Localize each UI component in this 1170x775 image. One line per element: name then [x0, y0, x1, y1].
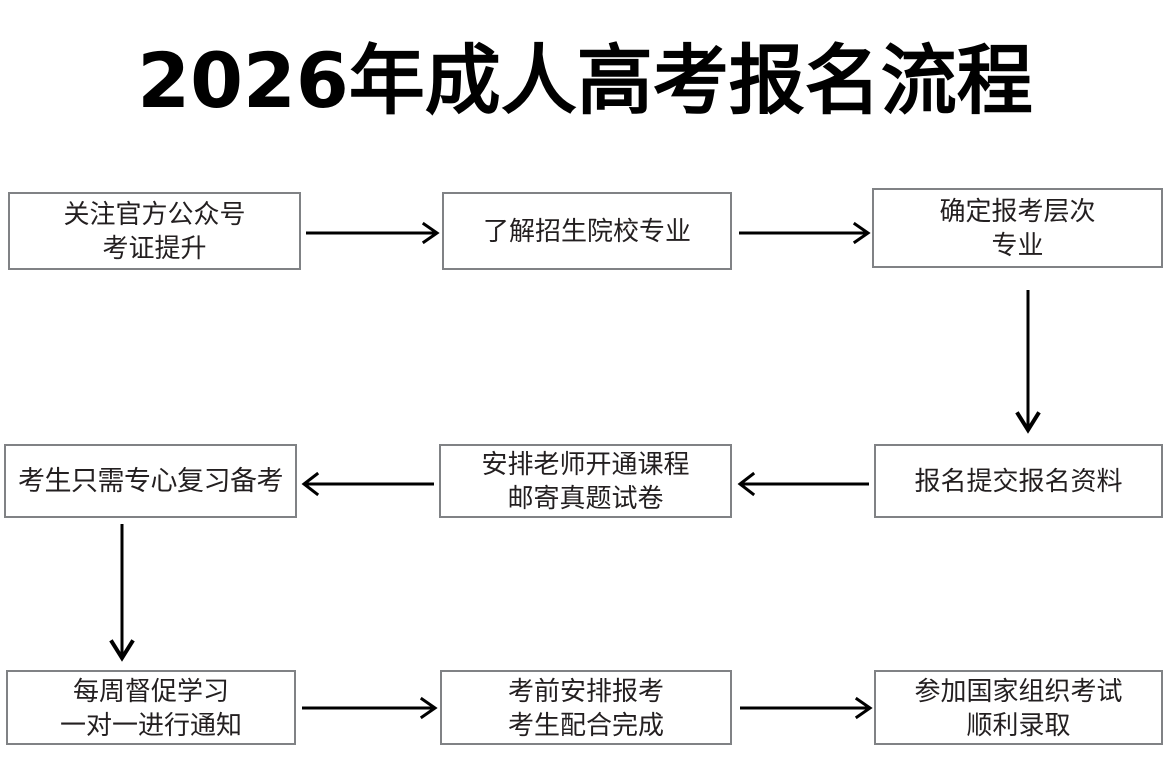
arrow-node2-to-node3 [739, 221, 871, 245]
flow-node-line: 确定报考层次 [939, 196, 1096, 226]
flow-node-pre-exam-registration[interactable]: 考前安排报考 考生配合完成 [440, 670, 732, 745]
arrow-node1-to-node2 [306, 221, 440, 245]
flow-node-focus-on-review[interactable]: 考生只需专心复习备考 [4, 444, 297, 518]
flow-node-line: 考生配合完成 [507, 709, 664, 740]
arrow-node5-to-node4 [301, 471, 434, 497]
arrow-node8-to-node9 [740, 696, 873, 720]
flow-node-line: 参加国家组织考试 [914, 675, 1123, 706]
flow-node-line: 了解招生院校专业 [482, 216, 691, 246]
arrow-node3-to-node6 [1015, 290, 1041, 434]
flow-node-line: 安排老师开通课程 [481, 449, 690, 479]
flow-node-follow-official-account[interactable]: 关注官方公众号 考证提升 [8, 192, 301, 270]
flow-node-line: 关注官方公众号 [63, 199, 246, 229]
flow-node-confirm-level-major[interactable]: 确定报考层次 专业 [872, 188, 1163, 268]
flow-node-line: 一对一进行通知 [59, 709, 242, 740]
flow-node-attend-national-exam[interactable]: 参加国家组织考试 顺利录取 [874, 670, 1163, 745]
flow-node-line: 顺利录取 [966, 709, 1071, 740]
arrow-node7-to-node8 [302, 696, 438, 720]
flow-node-teacher-opens-course[interactable]: 安排老师开通课程 邮寄真题试卷 [439, 444, 732, 518]
flow-node-learn-schools-majors[interactable]: 了解招生院校专业 [442, 192, 732, 270]
arrow-node4-to-node7 [109, 524, 135, 662]
arrow-node6-to-node5 [737, 471, 869, 497]
flow-node-line: 考前安排报考 [507, 675, 664, 706]
flow-node-weekly-study-supervision[interactable]: 每周督促学习 一对一进行通知 [6, 670, 296, 745]
flow-node-line: 考生只需专心复习备考 [18, 466, 284, 496]
flow-node-line: 报名提交报名资料 [914, 466, 1123, 496]
flow-node-line: 考证提升 [102, 233, 207, 263]
flow-node-line: 每周督促学习 [72, 675, 229, 706]
flow-node-line: 邮寄真题试卷 [507, 483, 664, 513]
flow-node-line: 专业 [991, 230, 1044, 260]
page-title: 2026年成人高考报名流程 [137, 36, 1033, 125]
flow-node-submit-application-materials[interactable]: 报名提交报名资料 [874, 444, 1163, 518]
